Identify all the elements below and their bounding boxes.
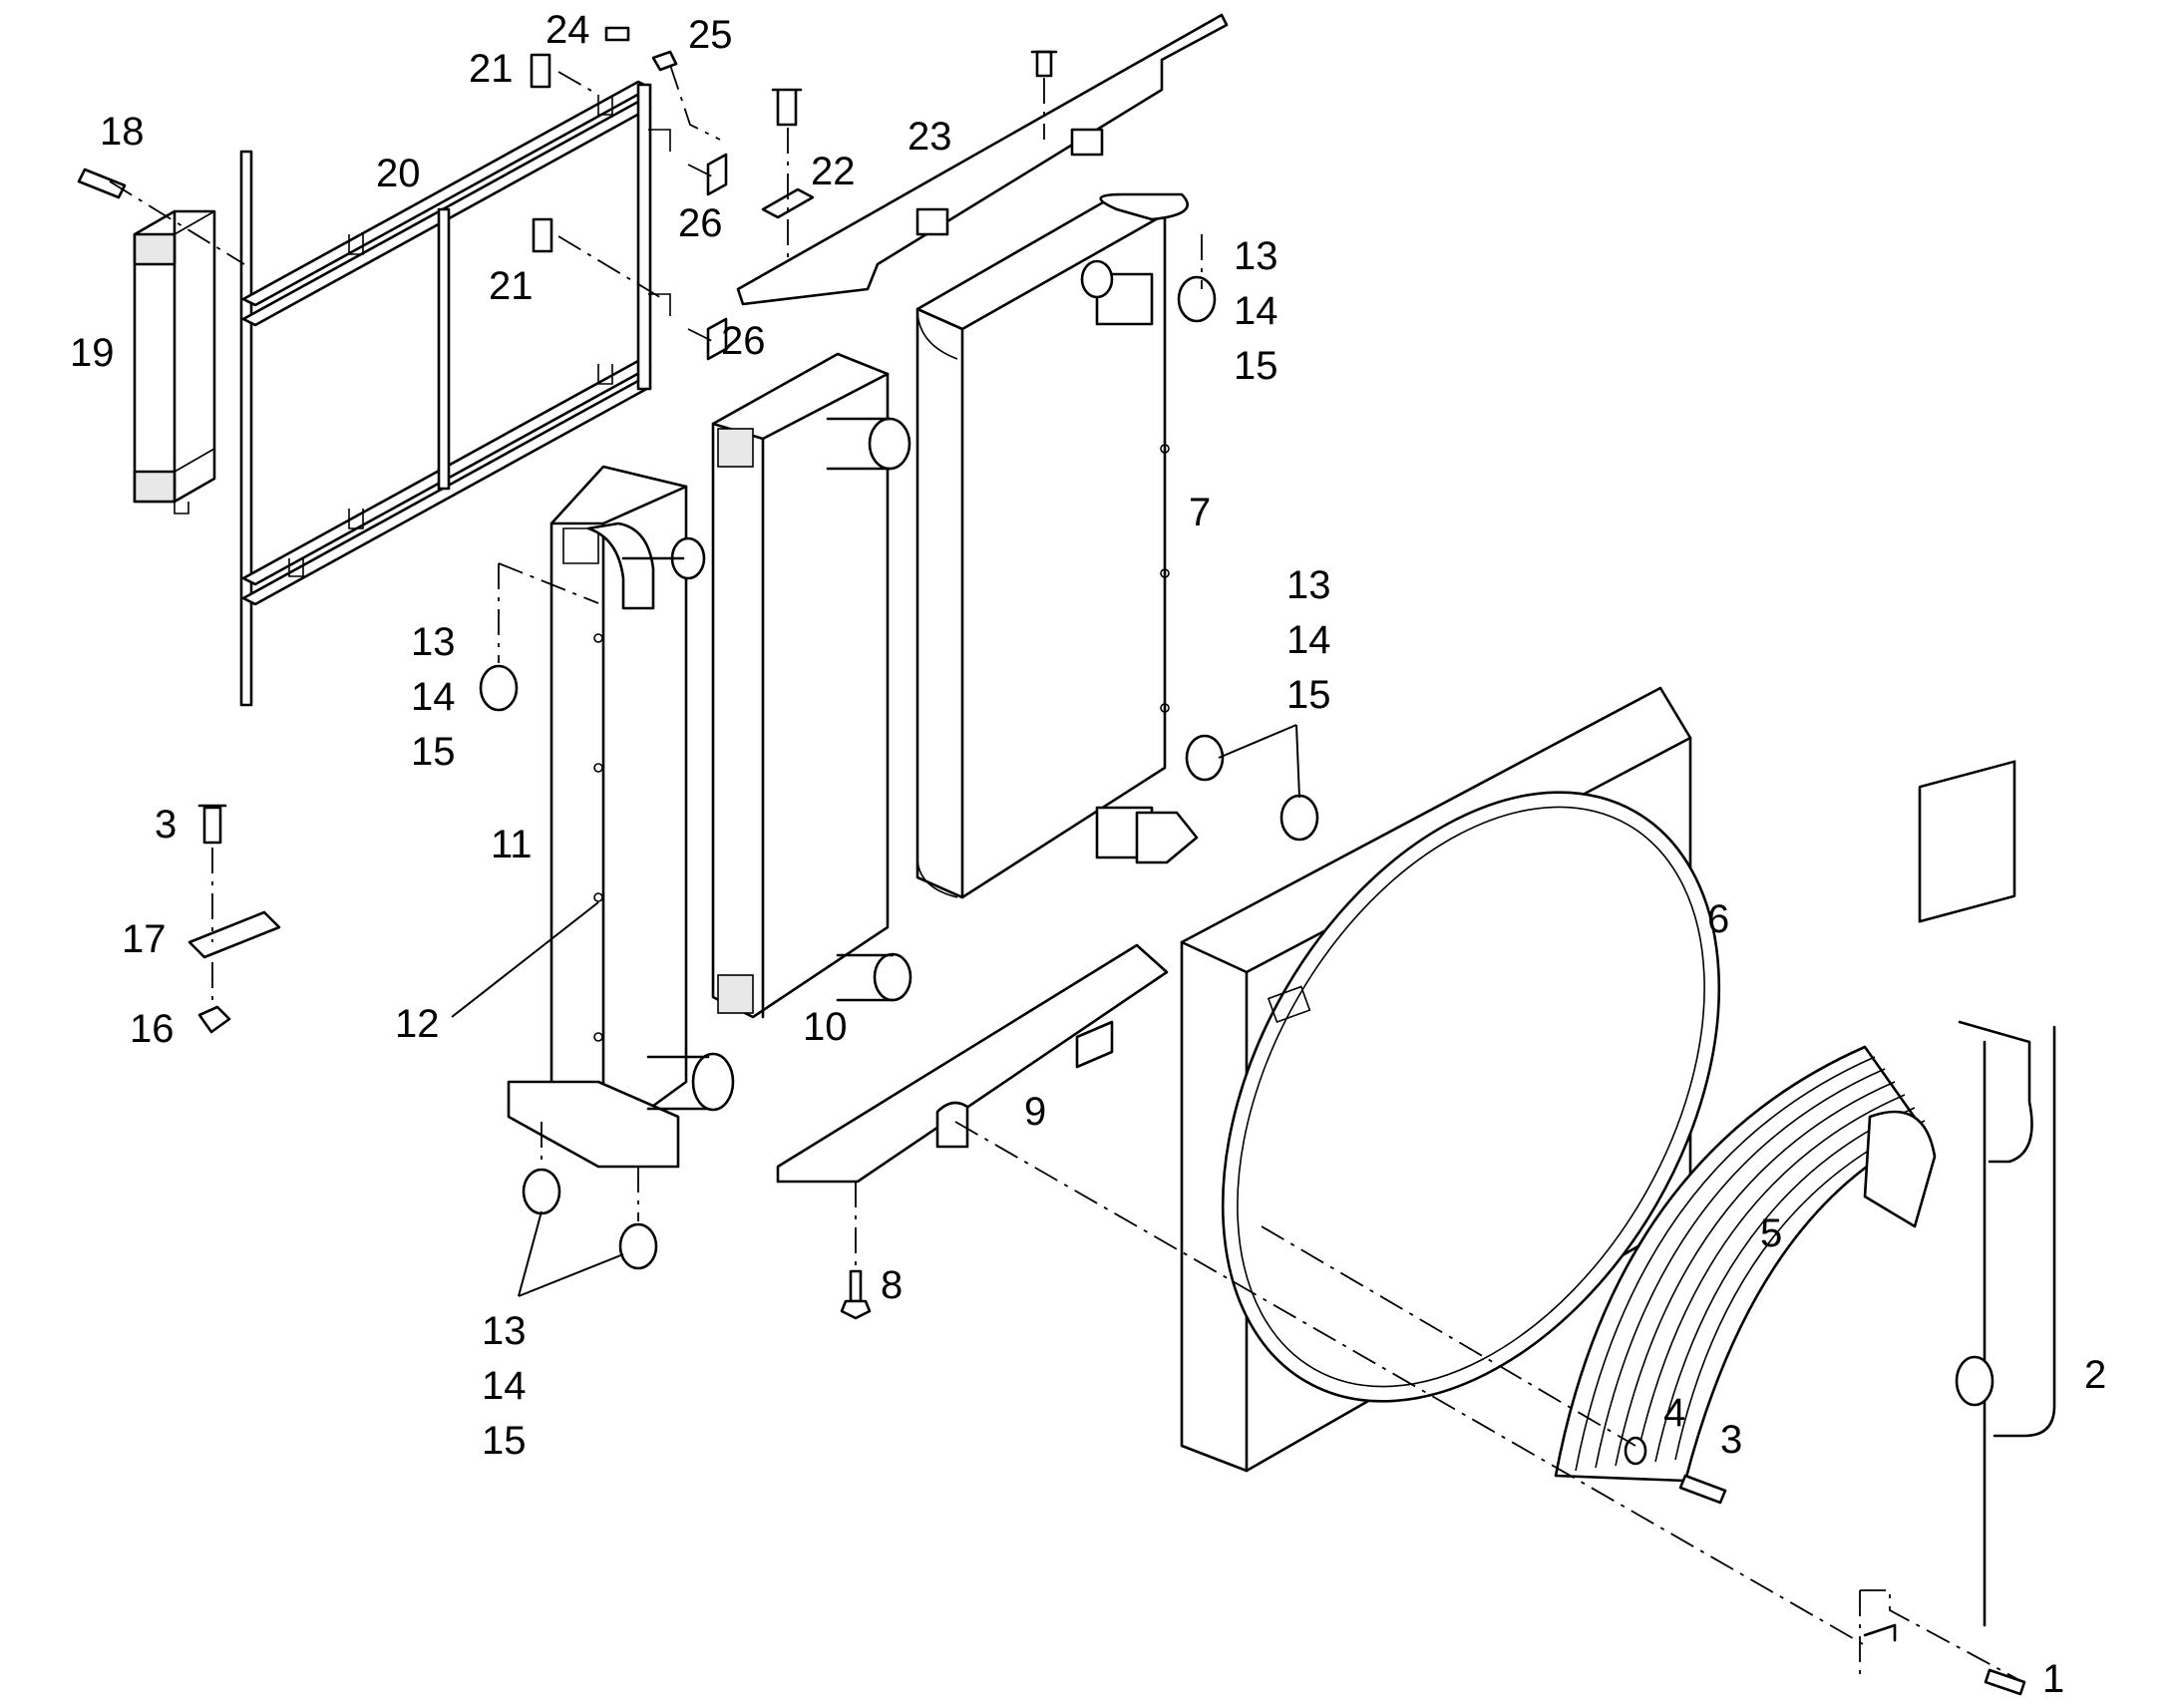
callout-1: 1 [2042,1657,2064,1701]
callout-3-right: 3 [1720,1418,1742,1462]
part-23-top-bracket [736,13,1229,306]
part-10-middle-cooler [711,352,912,1019]
callout-17: 17 [122,917,167,961]
part-20-frame [239,80,671,707]
mount-mid-b [1279,794,1319,842]
callout-11: 11 [491,823,533,866]
mount-left-lower-b [618,1222,658,1270]
callout-9: 9 [1024,1090,1046,1134]
part-4-washer [1624,1436,1647,1466]
callout-14-a: 14 [411,675,456,719]
part-16-nut [197,1005,231,1034]
mount-mid-a [1185,734,1225,782]
part-3-bolt-left [197,804,227,845]
callout-20: 20 [376,152,421,195]
callout-6: 6 [1707,897,1729,941]
callout-24: 24 [545,8,590,52]
part-19-small-cooler [133,209,216,514]
callout-8: 8 [881,1263,903,1307]
part-3-bolt-right [1678,1474,1727,1505]
part-25-nut [651,50,678,72]
part-1-bolt [1984,1668,2026,1696]
assembly-lines [109,64,2020,1681]
part-22-bolt [771,88,803,127]
callout-14-d: 14 [1286,618,1331,662]
part-21-clip-mid [532,217,553,253]
callout-26-top: 26 [678,201,723,245]
part-18-bolt [77,168,127,199]
callout-5: 5 [1760,1211,1782,1255]
callout-13-c: 13 [1234,234,1278,278]
callout-13-a: 13 [411,620,456,664]
callout-15-c: 15 [1234,344,1278,388]
callout-13-b: 13 [482,1309,527,1353]
callout-16: 16 [130,1007,175,1051]
callout-10: 10 [803,1005,848,1049]
callout-7: 7 [1189,491,1211,534]
leader-lines [451,724,1300,1297]
callout-21-top: 21 [469,47,514,91]
part-7-large-cooler [915,192,1199,899]
callout-15-d: 15 [1286,673,1331,717]
part-26-bracket-top [706,153,728,196]
part-6-fan-shroud [1180,686,1721,1473]
callout-12: 12 [395,1002,440,1046]
callout-14-c: 14 [1234,289,1278,333]
part-22-bracket [761,187,815,219]
callout-25: 25 [688,13,733,57]
part-11-narrow-cooler [507,465,735,1169]
part-17-plate [187,910,281,959]
callout-4: 4 [1663,1391,1685,1435]
callout-19: 19 [70,331,115,375]
callout-labels: 1 2 3 3 4 5 6 7 8 9 10 11 12 13 14 15 13… [70,8,2106,1701]
mount-left-upper [479,664,519,712]
part-21-clip-top [530,53,551,89]
callout-23: 23 [908,115,952,159]
callout-22: 22 [811,150,856,193]
part-9-lower-bracket [776,943,1169,1320]
callout-13-d: 13 [1286,563,1331,607]
callout-15-a: 15 [411,730,456,774]
callout-14-b: 14 [482,1364,527,1408]
callout-15-b: 15 [482,1419,527,1463]
callout-2: 2 [2084,1353,2106,1397]
callout-21-mid: 21 [489,264,534,308]
callout-26-mid: 26 [721,319,766,363]
part-26-bracket-mid [706,317,728,361]
part-5-fan-guard [1554,1045,1937,1483]
callout-3-left: 3 [155,803,177,847]
mount-top-right [1177,275,1217,323]
callout-18: 18 [100,110,145,154]
mount-left-lower-a [522,1168,561,1215]
part-2-guard-bracket [1863,760,2056,1642]
part-24-bolt [604,26,630,42]
